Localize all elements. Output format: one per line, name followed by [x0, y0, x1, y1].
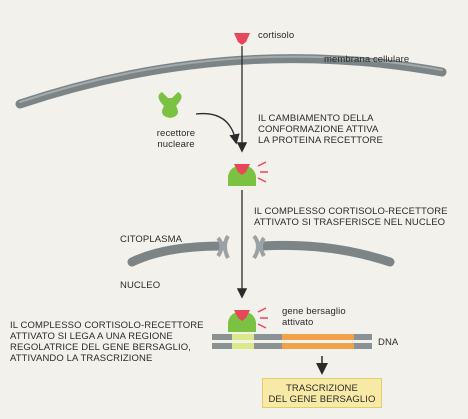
activated-complex-cytoplasm — [228, 161, 268, 186]
cortisol-label: cortisolo — [258, 30, 295, 41]
dna-label: DNA — [378, 337, 399, 348]
step2-caption: IL COMPLESSO CORTISOLO-RECETTORE ATTIVAT… — [254, 206, 448, 228]
target-gene-label: gene bersaglio attivato — [282, 306, 346, 328]
membrane-label: membrana cellulare — [324, 54, 410, 65]
cortisol-molecule — [234, 33, 250, 45]
step3-caption: IL COMPLESSO CORTISOLO-RECETTORE ATTIVAT… — [10, 320, 204, 364]
receptor-label: recettore nucleare — [156, 128, 196, 150]
arrow-receptor-binding — [195, 112, 240, 145]
nuclear-receptor — [158, 92, 182, 118]
dna-strand — [212, 334, 372, 349]
transcription-result-box: TRASCRIZIONE DEL GENE BERSAGLIO — [262, 378, 382, 408]
nuclear-membrane — [127, 234, 395, 267]
cell-membrane — [15, 54, 447, 109]
nucleus-label: NUCLEO — [120, 280, 161, 291]
cytoplasm-label: CITOPLASMA — [120, 234, 183, 245]
activated-complex-dna — [228, 307, 268, 332]
step1-caption: IL CAMBIAMENTO DELLA CONFORMAZIONE ATTIV… — [258, 113, 383, 146]
